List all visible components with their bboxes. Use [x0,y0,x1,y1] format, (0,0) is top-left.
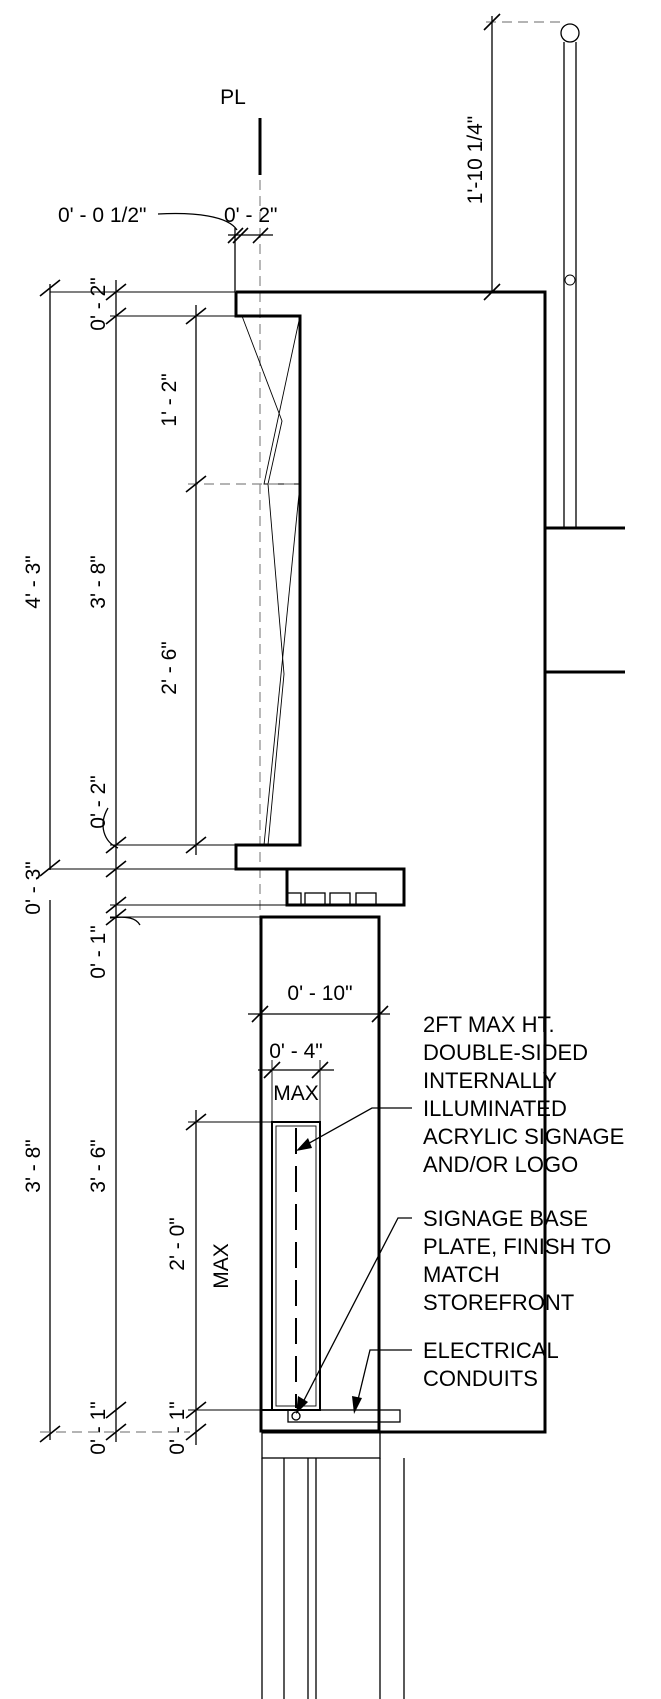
middle-dims: 0' - 2" 3' - 8" 0' - 2" 0' - 3" 0' - 1" … [22,277,287,1455]
signage-note-line-2: DOUBLE-SIDED [423,1040,588,1065]
lower-section-dim: 3' - 6" [87,1139,110,1192]
base-plate-note: SIGNAGE BASE PLATE, FINISH TO MATCH STOR… [296,1206,611,1414]
conduits-note: ELECTRICAL CONDUITS [352,1338,559,1414]
support-post [261,1458,405,1699]
property-line: PL [220,86,262,925]
sign-height-dim: 2' - 0" [166,1217,189,1270]
base-plate-note-line-3: MATCH [423,1262,500,1287]
base-plate-upper-dim: 0' - 1" [166,1401,189,1454]
signage-note-line-3: INTERNALLY [423,1068,557,1093]
top-to-peak-dim: 1' - 2" [158,373,181,426]
base-plate-lower-dim: 0' - 1" [87,1401,110,1454]
conduits-note-line-2: CONDUITS [423,1366,538,1391]
base-plate-note-line-1: SIGNAGE BASE [423,1206,588,1231]
left-overall-dims: 4' - 3" 3' - 8" [22,279,190,1443]
overall-lower-dim: 3' - 8" [22,1139,45,1192]
sign-height-max: MAX [210,1243,233,1289]
setback-dim: 0' - 0 1/2" [58,204,147,227]
ledge-dim: 0' - 2" [87,775,110,828]
gap-dim: 0' - 1" [87,925,110,978]
pl-label: PL [220,86,246,109]
signage-note-line-4: ILLUMINATED [423,1096,567,1121]
rail-height-dim: 1'-10 1/4" [464,116,487,205]
signage-note: 2FT MAX HT. DOUBLE-SIDED INTERNALLY ILLU… [296,1012,624,1177]
peak-to-bottom-dim: 2' - 6" [158,641,181,694]
base-plate-note-line-4: STOREFRONT [423,1290,574,1315]
callout-notes: 2FT MAX HT. DOUBLE-SIDED INTERNALLY ILLU… [296,1012,624,1414]
signage-note-line-6: AND/OR LOGO [423,1152,578,1177]
width-dims: 0' - 10" 0' - 4" MAX [248,982,390,1122]
conduits-note-line-1: ELECTRICAL [423,1338,559,1363]
sign-depth-dim: 0' - 4" [269,1040,322,1063]
sign-cabinet [259,915,401,1459]
cap-dim: 0' - 3" [22,861,45,914]
parapet-top-dim: 0' - 2" [87,277,110,330]
sign-depth-max: MAX [273,1082,319,1105]
signage-note-line-5: ACRYLIC SIGNAGE [423,1124,624,1149]
upper-section-dim: 3' - 8" [87,555,110,608]
width-dim: 0' - 10" [287,982,352,1005]
setback-dims: 0' - 0 1/2" 0' - 2" [58,204,277,292]
inner-dims: 1' - 2" 2' - 6" 2' - 0" MAX 0' - 1" [158,305,272,1455]
pl-offset-dim: 0' - 2" [224,204,277,227]
signage-note-line-1: 2FT MAX HT. [423,1012,555,1037]
parapet-outline [188,290,625,1434]
railing-post: 1'-10 1/4" [464,13,580,528]
base-plate-note-line-2: PLATE, FINISH TO [423,1234,611,1259]
overall-upper-dim: 4' - 3" [22,555,45,608]
